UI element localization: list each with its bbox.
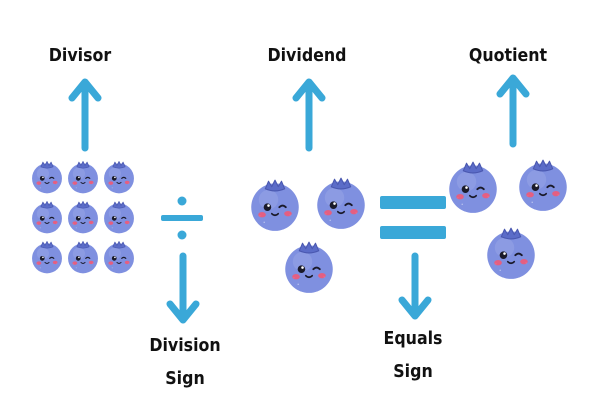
equals-sign-label-line2: Sign [393,361,433,382]
division-sign-label-line1: Division [149,335,221,356]
quotient-label: Quotient [468,45,548,66]
blueberry-icon [30,240,64,274]
division-sign-icon [161,196,203,240]
blueberry-icon [446,160,500,214]
blueberry-icon [102,160,136,194]
dividend-arrow-up-icon [292,78,326,152]
dividend-label: Dividend [267,45,347,66]
blueberry-icon [102,240,136,274]
blueberry-icon [516,158,570,212]
blueberry-icon [282,240,336,294]
blueberry-icon [484,226,538,280]
division-arrow-down-icon [166,252,200,324]
blueberry-icon [314,176,368,230]
equals-sign-icon [380,196,446,239]
blueberry-icon [66,240,100,274]
blueberry-icon [66,160,100,194]
blueberry-icon [30,160,64,194]
division-sign-label-line2: Sign [165,368,205,389]
blueberry-icon [248,178,302,232]
equals-arrow-down-icon [398,252,432,320]
blueberry-icon [30,200,64,234]
quotient-arrow-up-icon [496,74,530,148]
blueberry-icon [66,200,100,234]
equals-sign-label-line1: Equals [383,328,443,349]
divisor-arrow-up-icon [68,78,102,152]
blueberry-icon [102,200,136,234]
divisor-label: Divisor [48,45,112,66]
